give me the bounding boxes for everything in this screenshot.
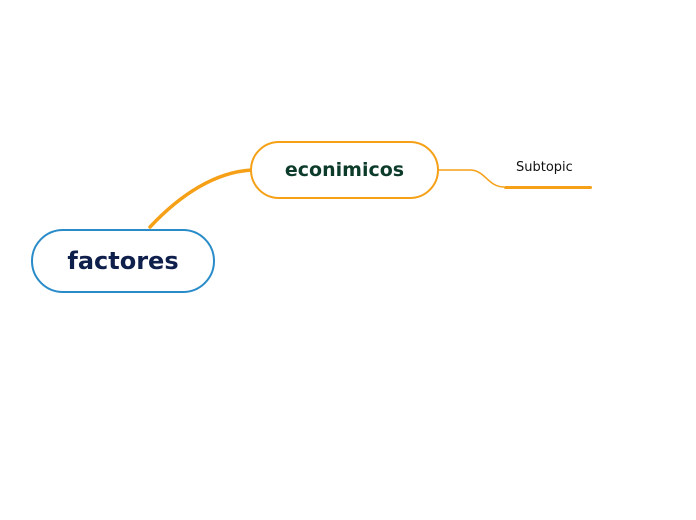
- connector-root-to-econimicos: [148, 168, 254, 229]
- subtopic-label: Subtopic: [516, 160, 573, 175]
- connector-econimicos-to-subtopic: [439, 169, 505, 188]
- main-topic-label: econimicos: [284, 159, 405, 181]
- main-topic-node[interactable]: econimicos: [250, 141, 439, 199]
- root-topic-label: factores: [67, 247, 179, 275]
- subtopic-node[interactable]: Subtopic: [504, 158, 592, 188]
- subtopic-underline: [504, 186, 592, 189]
- root-topic-node[interactable]: factores: [31, 229, 215, 293]
